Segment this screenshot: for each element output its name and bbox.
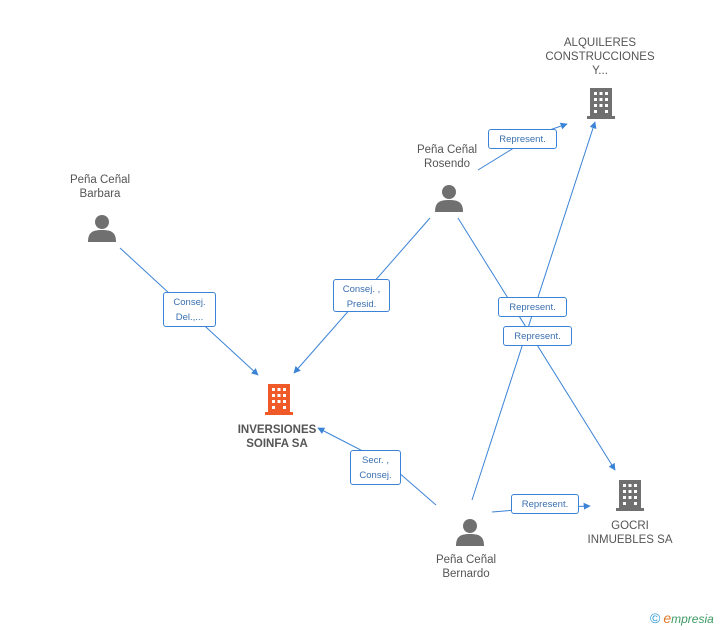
company-building-icon[interactable] [586, 86, 616, 120]
empresia-logo: ©empresia [650, 610, 714, 626]
relation-text: Represent. [499, 134, 546, 145]
node-label-line: Y... [592, 65, 608, 77]
person-icon[interactable] [87, 213, 117, 243]
node-alquileres-label[interactable]: ALQUILERES CONSTRUCCIONES Y... [540, 36, 660, 78]
copyright-icon: © [650, 610, 661, 626]
node-label-line: Peña Ceñal [69, 174, 131, 186]
node-rosendo-label[interactable]: Peña Ceñal Rosendo [397, 143, 497, 171]
person-icon[interactable] [455, 517, 485, 547]
node-label-line: Peña Ceñal [416, 144, 478, 156]
node-label-line: SOINFA SA [246, 438, 308, 450]
node-label-line: INVERSIONES [237, 424, 317, 436]
brand-name: mpresia [671, 612, 714, 626]
relation-text: Consej. [173, 297, 206, 308]
company-building-icon[interactable] [615, 478, 645, 512]
node-label-line: Rosendo [423, 158, 471, 170]
node-label-line: Bernardo [442, 568, 490, 580]
person-icon[interactable] [434, 183, 464, 213]
node-label-line: Barbara [79, 188, 121, 200]
node-label-line: Peña Ceñal [435, 554, 497, 566]
node-label-line: INMUEBLES SA [587, 534, 673, 546]
node-label-line: CONSTRUCCIONES [545, 51, 655, 63]
relation-text: Consej. [359, 470, 392, 481]
relation-badge[interactable]: Consej. Del.,... [163, 292, 216, 327]
brand-initial: e [663, 610, 672, 626]
relation-text: Secr. , [362, 455, 389, 466]
relation-text: Represent. [521, 499, 569, 510]
node-label-line: GOCRI [611, 520, 649, 532]
relation-text: Presid. [346, 299, 377, 310]
relation-badge[interactable]: Secr. , Consej. [350, 450, 401, 485]
relation-text: Del.,... [175, 312, 204, 323]
relation-badge[interactable]: Represent. [498, 297, 567, 317]
relation-badge[interactable]: Represent. [503, 326, 572, 346]
node-inversiones-label[interactable]: INVERSIONES SOINFA SA [222, 423, 332, 451]
node-gocri-label[interactable]: GOCRI INMUEBLES SA [580, 519, 680, 547]
relation-badge[interactable]: Represent. [488, 129, 557, 149]
relation-text: Consej. , [342, 284, 381, 295]
relation-badge[interactable]: Represent. [511, 494, 579, 514]
node-bernardo-label[interactable]: Peña Ceñal Bernardo [416, 553, 516, 581]
relation-text: Represent. [514, 331, 561, 342]
focus-company-building-icon[interactable] [264, 382, 294, 416]
relation-text: Represent. [509, 302, 556, 313]
relation-badge[interactable]: Consej. , Presid. [333, 279, 390, 312]
node-barbara-label[interactable]: Peña Ceñal Barbara [50, 173, 150, 201]
node-label-line: ALQUILERES [563, 37, 637, 49]
